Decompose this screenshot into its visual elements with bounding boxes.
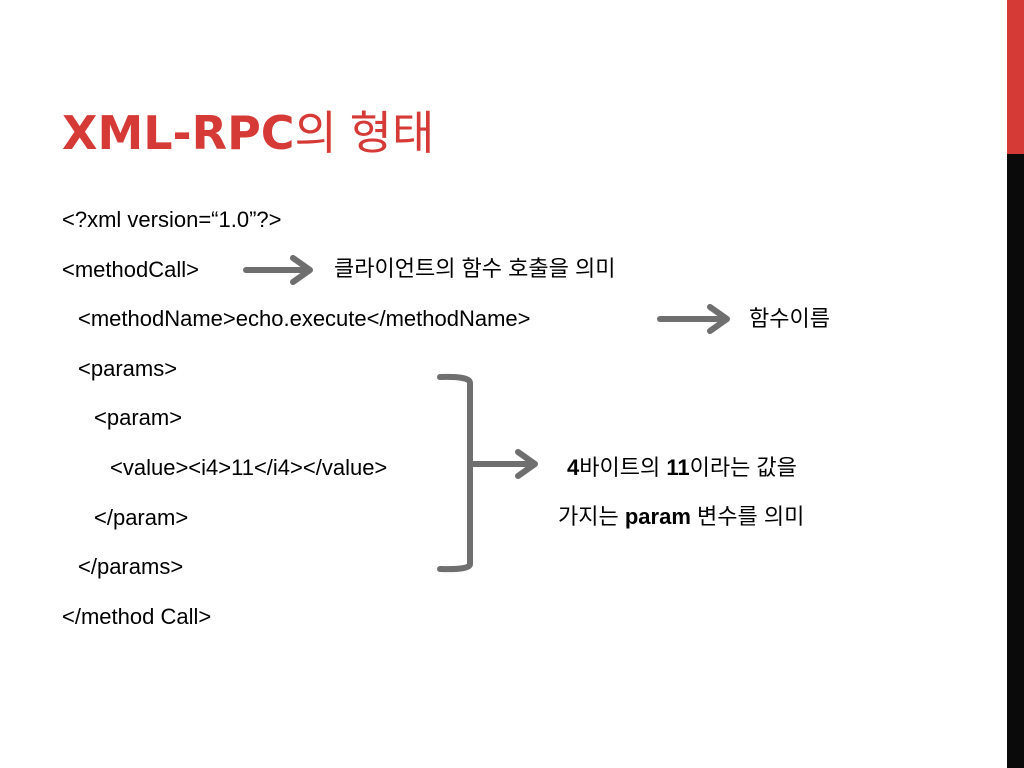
code-line-param-open: <param> <box>94 405 183 430</box>
code-line-param-close: </param> <box>94 505 189 530</box>
param-note-param-keyword: param <box>624 504 691 529</box>
param-note-text-2: 이라는 값을 <box>689 455 797 480</box>
code-line-method-call-open: <methodCall> <box>62 257 199 282</box>
code-line-method-call-close: </method Call> <box>62 604 212 629</box>
param-note-text-1: 바이트의 <box>579 455 667 480</box>
param-note-text-3: 가지는 <box>558 504 625 529</box>
slide-title: XML-RPC의 형태 <box>62 101 434 165</box>
method-call-note: 클라이언트의 함수 호출을 의미 <box>334 256 616 281</box>
param-note-number-4: 4 <box>567 455 580 480</box>
side-bar-black <box>1007 154 1024 768</box>
title-suffix: 의 형태 <box>294 107 435 159</box>
param-note-number-11: 11 <box>666 455 690 480</box>
method-name-note: 함수이름 <box>749 306 830 331</box>
param-note-text-4: 변수를 의미 <box>690 504 805 529</box>
param-note-line-1: 4바이트의 11이라는 값을 <box>567 454 797 482</box>
arrow-right-icon <box>243 255 313 285</box>
bracket-icon <box>437 373 473 573</box>
code-line-xml-declaration: <?xml version=“1.0”?> <box>62 207 282 232</box>
code-line-params-close: </params> <box>78 554 184 579</box>
code-line-method-name: <methodName>echo.execute</methodName> <box>78 306 531 331</box>
code-line-value: <value><i4>11</i4></value> <box>110 455 388 480</box>
code-line-params-open: <params> <box>78 356 178 381</box>
arrow-right-icon <box>469 449 538 479</box>
side-bar-red <box>1007 0 1024 154</box>
title-main: XML-RPC <box>62 106 295 160</box>
param-note-line-2: 가지는 param 변수를 의미 <box>558 503 804 531</box>
arrow-right-icon <box>657 304 730 334</box>
